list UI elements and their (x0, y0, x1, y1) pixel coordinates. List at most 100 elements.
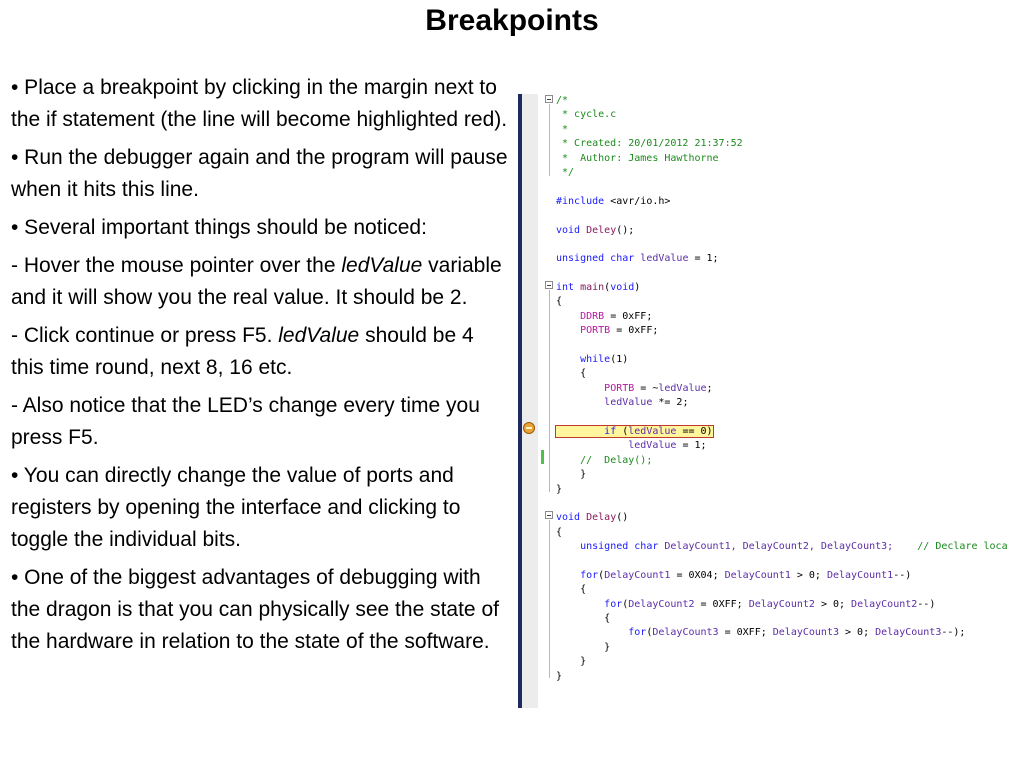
code-line: for(DelayCount2 = 0XFF; DelayCount2 > 0;… (556, 598, 1024, 612)
code-token: = 1; (688, 253, 719, 265)
code-line: * Author: James Hawthorne (556, 152, 719, 164)
bullet-text: should be 4 this time round, next 8, 16 … (11, 324, 474, 379)
collapse-icon[interactable] (545, 95, 553, 103)
code-line: { (556, 296, 563, 308)
code-token: --); (941, 627, 966, 639)
code-token: if (604, 425, 617, 437)
code-token: (); (616, 224, 635, 236)
code-token: = 0xFF; (610, 325, 659, 337)
code-line: * (556, 123, 569, 135)
code-line: * Created: 20/01/2012 21:37:52 (556, 138, 743, 150)
code-line: while(1) (556, 353, 1024, 367)
code-token: DelayCount2 (748, 598, 815, 610)
code-line: { (556, 367, 1024, 381)
bullet-emphasis: ledValue (278, 324, 360, 347)
code-token: // Delay(); (580, 454, 653, 466)
breakpoint-line[interactable]: if (ledValue == 0) (555, 424, 1024, 439)
editor-left-bar (518, 94, 522, 708)
breakpoint-highlight: if (ledValue == 0) (555, 424, 714, 438)
bullet-text: • You can directly change the value of p… (11, 464, 461, 551)
bullet-text: • One of the biggest advantages of debug… (11, 566, 499, 653)
bullet-text: - Also notice that the LED’s change ever… (11, 394, 480, 449)
code-line: */ (556, 166, 575, 178)
bullet-text: variable and it will show you the real v… (11, 254, 502, 309)
code-token: (1) (610, 354, 629, 366)
code-token: > 0; (790, 569, 827, 581)
bullet-item: • Several important things should be not… (11, 212, 511, 244)
code-token: PORTB (580, 325, 611, 337)
code-token: DelayCount2 (851, 598, 918, 610)
code-token: ( (646, 627, 653, 639)
code-line-blank (556, 555, 1024, 569)
bullet-item: - Also notice that the LED’s change ever… (11, 390, 511, 454)
code-token: = ~ (634, 382, 659, 394)
code-token: ( (604, 282, 611, 294)
code-token: unsigned char (556, 253, 635, 265)
code-line: } (556, 641, 1024, 655)
code-line-blank (556, 238, 1024, 252)
code-line: /* (556, 95, 569, 106)
code-line: void Deley(); (556, 224, 1024, 238)
code-token: Deley (580, 224, 617, 236)
fold-guide (549, 290, 550, 492)
code-token: = 0xFF; (604, 310, 653, 322)
code-token: DelayCount3 (652, 627, 719, 639)
code-line: ledValue *= 2; (556, 396, 1024, 410)
code-token: void (556, 224, 581, 236)
code-line: { (556, 612, 1024, 626)
code-line: void Delay() (556, 511, 1024, 525)
breakpoint-icon[interactable] (523, 422, 535, 434)
bullet-text: - Hover the mouse pointer over the (11, 254, 342, 277)
code-line: { (556, 526, 563, 538)
fold-guide (549, 520, 550, 678)
bullet-text: • Place a breakpoint by clicking in the … (11, 76, 508, 131)
code-line: ledValue = 1; (556, 439, 1024, 453)
code-line: } (556, 483, 563, 495)
code-token: = 0XFF; (718, 627, 773, 639)
code-token: ledValue (604, 397, 653, 409)
code-token: --) (917, 598, 936, 610)
code-line: } (556, 468, 1024, 482)
bullet-emphasis: ledValue (341, 254, 423, 277)
code-token: = 0XFF; (694, 598, 749, 610)
code-token: } (580, 656, 587, 668)
bullet-item: • Run the debugger again and the program… (11, 142, 511, 206)
code-token: Delay (580, 512, 617, 524)
code-token: DelayCount1 (826, 569, 894, 581)
code-line: for(DelayCount1 = 0X04; DelayCount1 > 0;… (556, 569, 1024, 583)
code-line-blank (556, 267, 1024, 281)
code-token: ; (706, 382, 713, 394)
code-line: unsigned char DelayCount1, DelayCount2, … (556, 540, 1024, 554)
code-token: DelayCount2 (628, 598, 695, 610)
code-line: for(DelayCount3 = 0XFF; DelayCount3 > 0;… (556, 626, 1024, 640)
code-token: void (610, 282, 635, 294)
code-token: } (604, 641, 611, 653)
code-token: ledValue (658, 382, 707, 394)
code-token: for (580, 569, 599, 581)
code-token: main (574, 282, 605, 294)
code-line: } (556, 670, 563, 682)
code-token: ledValue (628, 425, 677, 437)
code-token: DDRB (580, 310, 605, 322)
code-token: while (580, 354, 611, 366)
code-token: () (616, 512, 629, 524)
code-token: == 0) (676, 425, 713, 437)
bullet-item: - Click continue or press F5. ledValue s… (11, 320, 511, 384)
code-line: // Delay(); (556, 454, 1024, 468)
code-line: } (556, 655, 1024, 669)
collapse-icon[interactable] (545, 511, 553, 519)
code-line: * cycle.c (556, 109, 617, 121)
code-token: ) (634, 282, 641, 294)
code-token: // Declare loca (917, 541, 1008, 553)
code-line: #include <avr/io.h> (556, 195, 1024, 209)
code-token: > 0; (814, 598, 852, 610)
code-line: DDRB = 0xFF; (556, 310, 1024, 324)
code-token: ( (616, 425, 629, 437)
code-token: <avr/io.h> (604, 195, 671, 207)
bullet-item: • One of the biggest advantages of debug… (11, 562, 511, 658)
breakpoint-margin[interactable] (522, 94, 538, 708)
slide-title: Breakpoints (425, 4, 599, 37)
collapse-icon[interactable] (545, 281, 553, 289)
code-token: *= 2; (652, 397, 689, 409)
code-line: int main(void) (556, 281, 1024, 295)
